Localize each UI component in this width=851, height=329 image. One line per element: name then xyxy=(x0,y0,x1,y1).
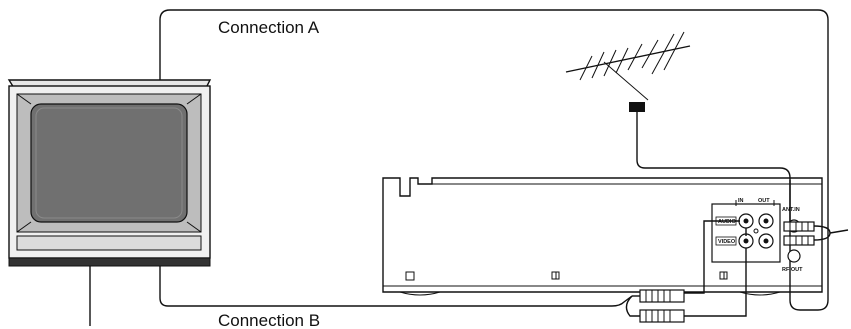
audio-out-cable xyxy=(684,220,740,294)
rca-plug-icon xyxy=(625,289,685,323)
connection-a-label: Connection A xyxy=(218,18,320,37)
rf-out-jack xyxy=(787,249,801,263)
video-out-cable xyxy=(684,248,747,317)
antenna-connector xyxy=(629,102,645,112)
tv-base xyxy=(8,257,211,267)
connection-b-cable xyxy=(159,266,633,307)
connection-b-label: Connection B xyxy=(218,311,320,329)
vcr-rear-panel-icon: IN OUT AUDIO VIDEO ANT.IN RF OUT xyxy=(382,177,823,296)
out-label: OUT xyxy=(758,198,770,204)
audio-label: AUDIO xyxy=(718,219,736,225)
rf-out-label: RF OUT xyxy=(782,267,803,273)
tv-screen xyxy=(30,103,188,223)
rf-plugs xyxy=(783,221,849,246)
in-label: IN xyxy=(738,198,744,204)
antenna-cable xyxy=(636,112,791,224)
video-label: VIDEO xyxy=(718,239,736,245)
connection-a-cable xyxy=(159,9,829,311)
television xyxy=(7,79,212,267)
tv-lower-panel xyxy=(16,235,202,251)
ant-in-label: ANT.IN xyxy=(782,207,800,213)
antenna-icon xyxy=(565,31,691,112)
